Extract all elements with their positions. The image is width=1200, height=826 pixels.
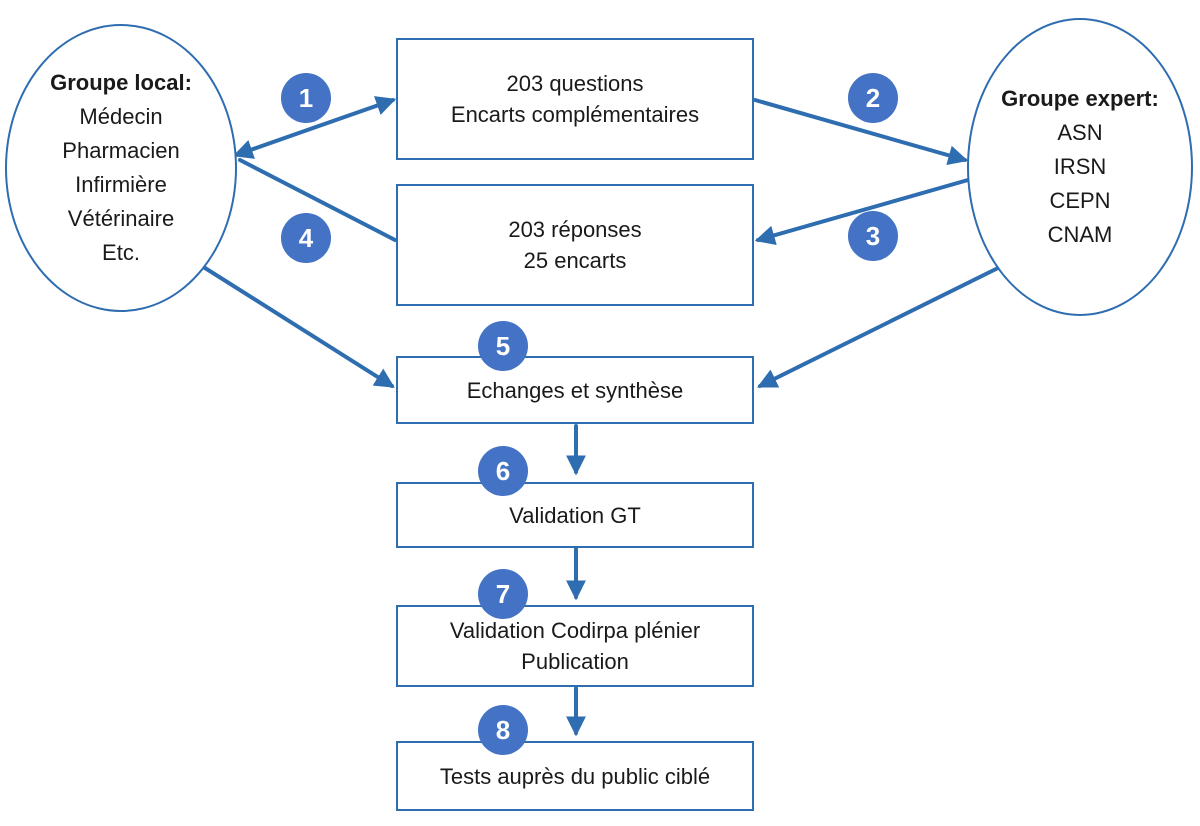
responses-line: 25 encarts bbox=[523, 248, 627, 273]
step-badge-8: 8 bbox=[478, 705, 528, 755]
exchanges-label: Echanges et synthèse bbox=[466, 377, 684, 403]
local-group-member: Médecin bbox=[79, 104, 163, 129]
expert-group-member: IRSN bbox=[1053, 154, 1107, 179]
responses-line: 203 réponses bbox=[508, 217, 642, 242]
local-group-member: Vétérinaire bbox=[67, 206, 175, 231]
local-group-member: Etc. bbox=[102, 240, 140, 265]
arrow-local-to-exchanges bbox=[203, 266, 395, 388]
step-badge-6: 6 bbox=[478, 446, 528, 496]
arrow-4 bbox=[238, 158, 397, 242]
local-group-ellipse: Groupe local: Médecin Pharmacien Infirmi… bbox=[5, 24, 237, 312]
exchanges-box: Echanges et synthèse bbox=[396, 356, 754, 424]
expert-group-member: CEPN bbox=[1049, 188, 1111, 213]
validation-gt-box: Validation GT bbox=[396, 482, 754, 548]
expert-group-ellipse: Groupe expert: ASN IRSN CEPN CNAM bbox=[967, 18, 1193, 316]
tests-box: Tests auprès du public ciblé bbox=[396, 741, 754, 811]
arrow-2 bbox=[753, 98, 969, 166]
validation-codirpa-line: Publication bbox=[521, 649, 629, 674]
local-group-member: Pharmacien bbox=[62, 138, 180, 163]
step-badge-2: 2 bbox=[848, 73, 898, 123]
validation-codirpa-line: Validation Codirpa plénier bbox=[449, 618, 701, 643]
step-badge-7: 7 bbox=[478, 569, 528, 619]
local-group-member: Infirmière bbox=[75, 172, 167, 197]
arrow-expert-to-exchanges bbox=[757, 266, 1000, 388]
step-badge-5: 5 bbox=[478, 321, 528, 371]
arrow-3 bbox=[754, 178, 970, 246]
step-badge-1: 1 bbox=[281, 73, 331, 123]
questions-line: 203 questions bbox=[506, 71, 644, 96]
expert-group-title: Groupe expert: bbox=[1001, 86, 1159, 111]
local-group-title: Groupe local: bbox=[50, 70, 192, 95]
expert-group-member: CNAM bbox=[1047, 222, 1113, 247]
tests-label: Tests auprès du public ciblé bbox=[439, 763, 711, 789]
validation-codirpa-box: Validation Codirpa plénier Publication bbox=[396, 605, 754, 687]
step-badge-4: 4 bbox=[281, 213, 331, 263]
questions-box: 203 questions Encarts complémentaires bbox=[396, 38, 754, 160]
validation-gt-label: Validation GT bbox=[509, 502, 641, 528]
arrow-1 bbox=[232, 96, 397, 159]
questions-line: Encarts complémentaires bbox=[450, 102, 700, 127]
responses-box: 203 réponses 25 encarts bbox=[396, 184, 754, 306]
expert-group-member: ASN bbox=[1057, 120, 1103, 145]
step-badge-3: 3 bbox=[848, 211, 898, 261]
